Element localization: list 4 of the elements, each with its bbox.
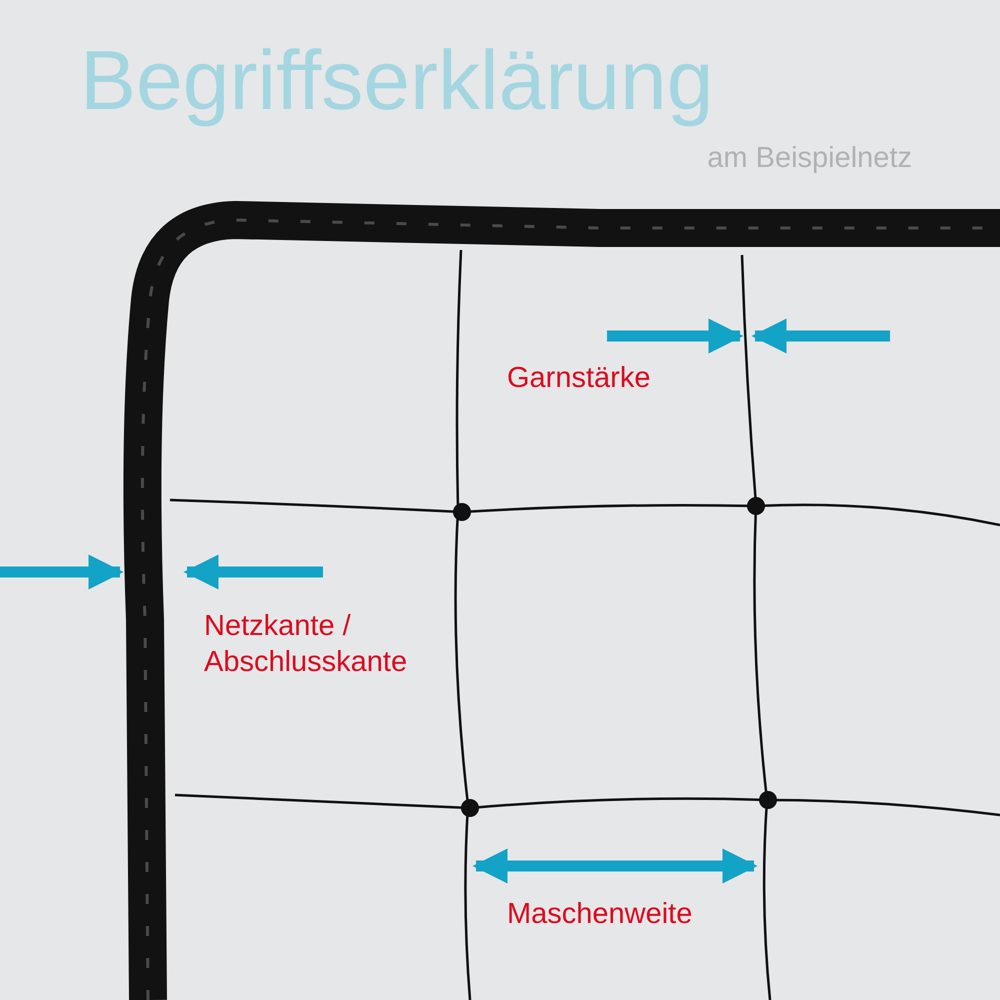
title: Begriffserklärung — [80, 32, 714, 129]
term-label: Garnstärke — [507, 361, 650, 396]
term-label: Netzkante / Abschlusskante — [204, 609, 408, 680]
term-label: Maschenweite — [507, 897, 692, 932]
